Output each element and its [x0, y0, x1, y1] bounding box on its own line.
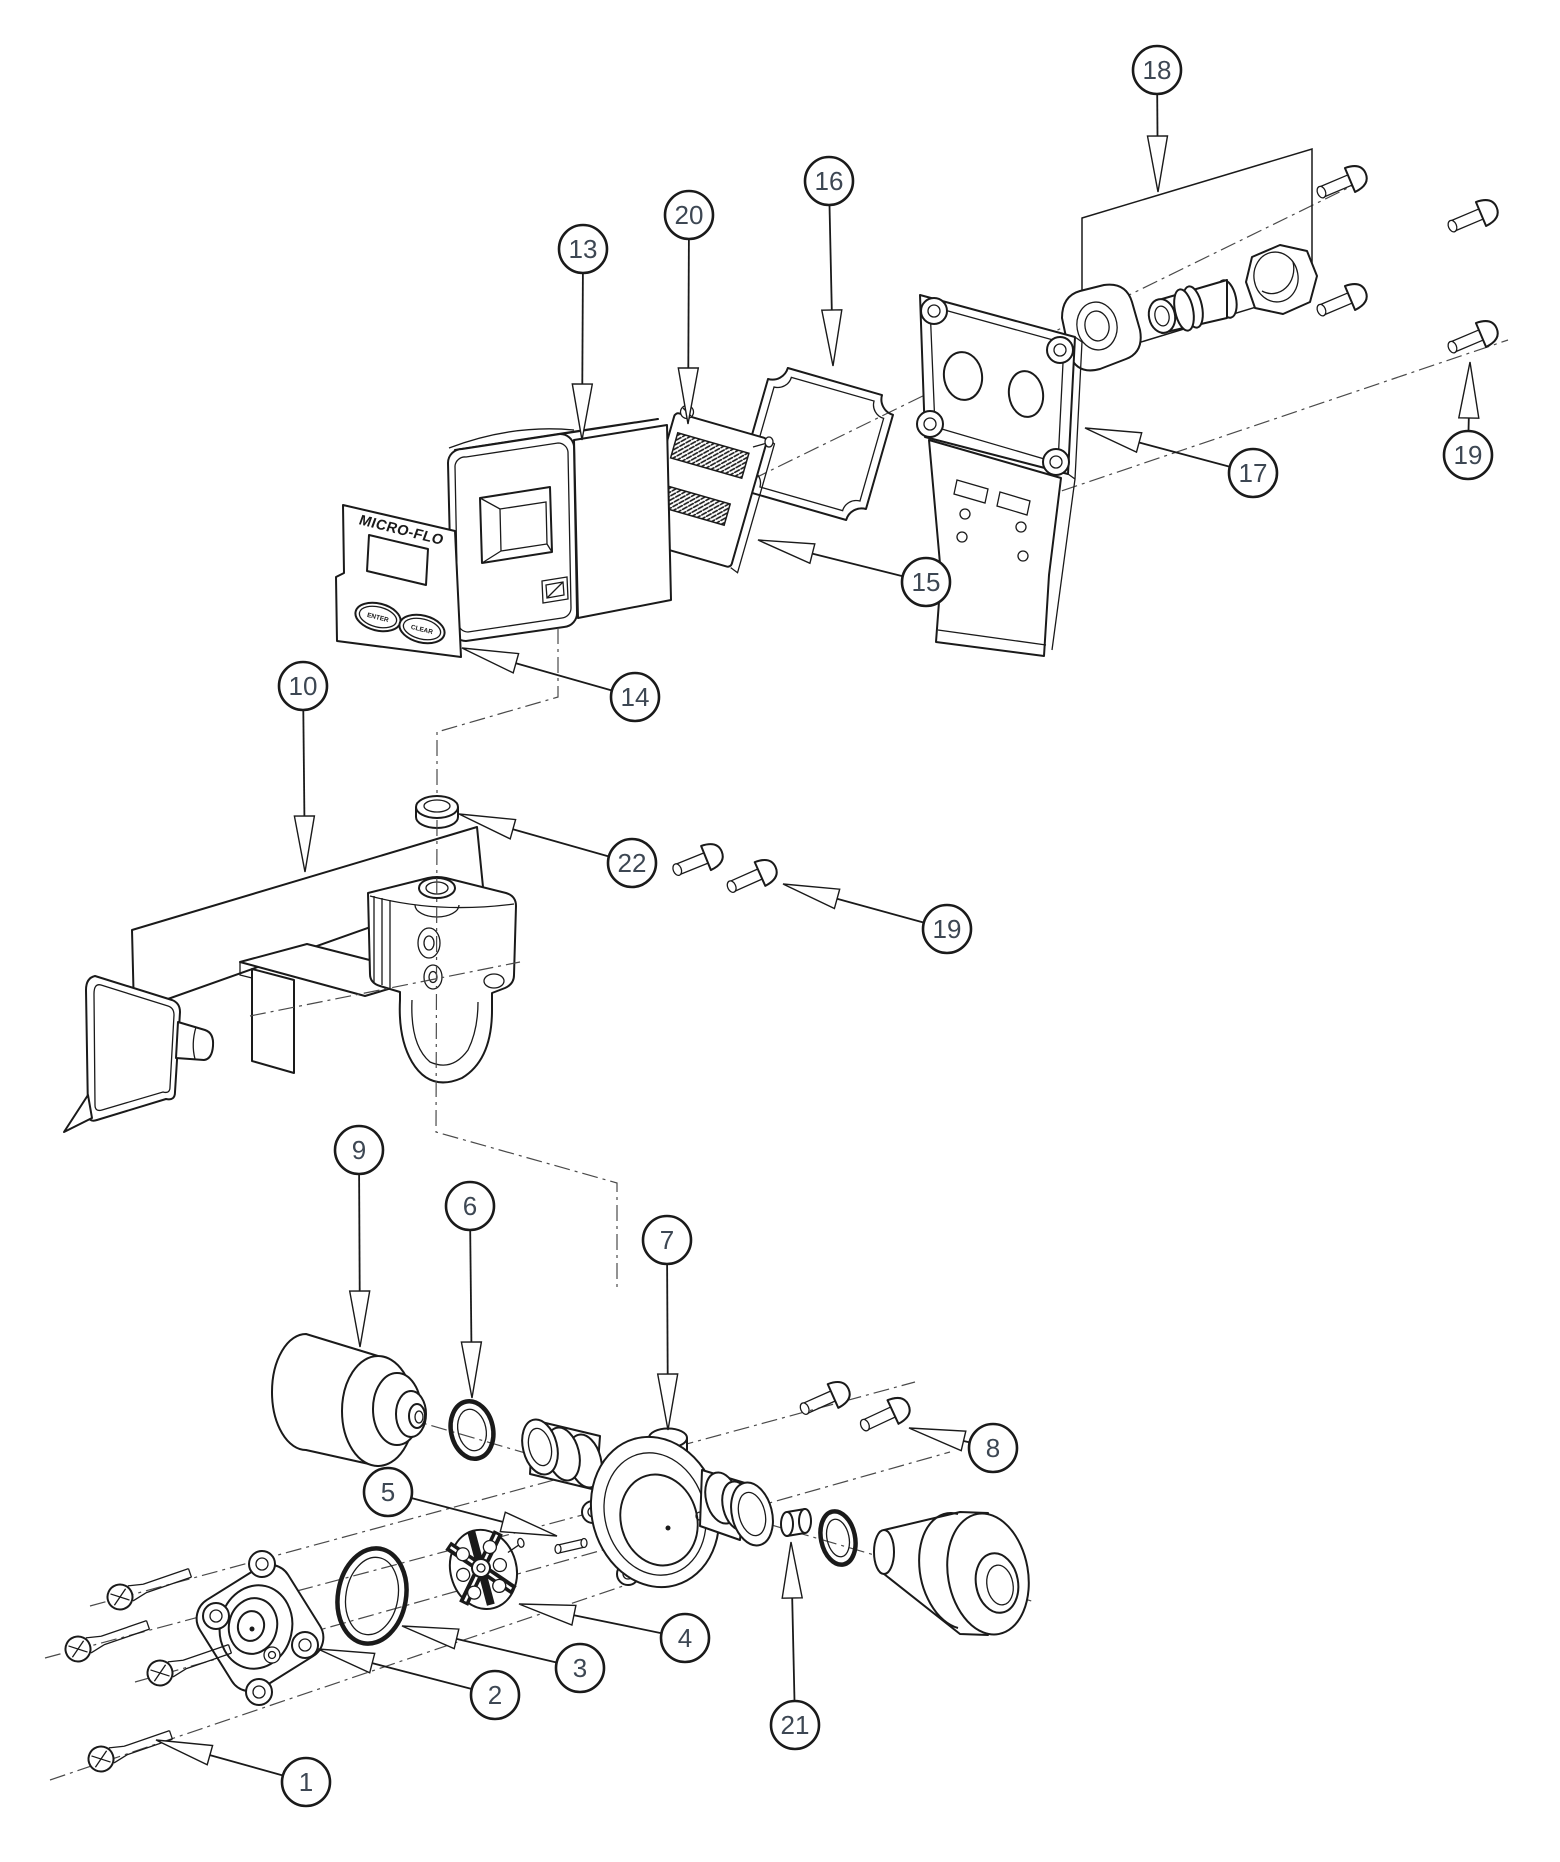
callout-19: 19 — [1442, 361, 1494, 481]
callout-number-7: 7 — [660, 1225, 674, 1255]
centerlines-front — [249, 628, 618, 1292]
callout-circle-1 — [280, 1756, 332, 1808]
callout-circle-4 — [659, 1612, 711, 1664]
callout-number-13: 13 — [569, 234, 598, 264]
callout-number-20: 20 — [675, 200, 704, 230]
callout-number-16: 16 — [815, 166, 844, 196]
callout-number-22: 22 — [618, 848, 647, 878]
callout-circle-22 — [606, 837, 658, 889]
part-8-screws — [799, 1381, 911, 1432]
part-1-screws — [64, 1568, 233, 1773]
callout-5: 5 — [362, 1466, 558, 1537]
callout-9: 9 — [333, 1124, 385, 1348]
callout-14: 14 — [461, 647, 661, 723]
callout-circle-5 — [362, 1466, 414, 1518]
part-6-o-ring — [448, 1399, 496, 1461]
callout-16: 16 — [803, 155, 855, 367]
callout-number-5: 5 — [381, 1477, 395, 1507]
part-4-paddle-rotor — [445, 1528, 525, 1610]
callout-19: 19 — [782, 883, 973, 955]
callout-number-10: 10 — [289, 671, 318, 701]
callout-4: 4 — [518, 1603, 711, 1664]
part-18-cable-glands — [1061, 244, 1318, 372]
callout-number-1: 1 — [299, 1767, 313, 1797]
part-16-gasket — [740, 367, 894, 521]
enter-button: ENTER — [354, 601, 402, 633]
part-3-o-ring — [335, 1546, 409, 1646]
part-14-faceplate: MICRO-FLO ENTER CLEAR — [335, 504, 462, 658]
callout-number-15: 15 — [912, 567, 941, 597]
part-22-grommet — [415, 795, 459, 829]
part-13-display-housing — [447, 418, 672, 643]
part-7-flow-body — [521, 1418, 774, 1589]
callout-circle-18 — [1131, 44, 1183, 96]
callout-circle-17 — [1227, 447, 1279, 499]
callout-circle-2 — [469, 1669, 521, 1721]
part-19-screws-bracket — [672, 843, 778, 893]
callout-circle-21 — [769, 1699, 821, 1751]
callout-number-2: 2 — [488, 1680, 502, 1710]
callout-18: 18 — [1131, 44, 1183, 193]
callout-number-6: 6 — [463, 1191, 477, 1221]
part-21-o-ring — [818, 1509, 858, 1567]
callout-circle-7 — [641, 1214, 693, 1266]
part-21-plug — [780, 1508, 812, 1537]
callout-number-21: 21 — [781, 1710, 810, 1740]
callout-number-14: 14 — [621, 682, 650, 712]
part-17-back-plate — [916, 294, 1083, 657]
callout-13: 13 — [557, 223, 609, 441]
part-end-cap-right — [873, 1511, 1030, 1636]
callout-circle-20 — [663, 189, 715, 241]
callout-circle-9 — [333, 1124, 385, 1176]
part-19-screws-top — [1316, 165, 1499, 354]
callout-21: 21 — [769, 1541, 821, 1751]
callout-circle-3 — [554, 1642, 606, 1694]
callout-7: 7 — [641, 1214, 693, 1431]
callout-circle-19 — [921, 903, 973, 955]
callout-3: 3 — [401, 1625, 606, 1694]
callout-number-19: 19 — [1454, 440, 1483, 470]
callout-6: 6 — [444, 1180, 496, 1399]
callout-number-3: 3 — [573, 1653, 587, 1683]
callout-number-18: 18 — [1143, 55, 1172, 85]
part-9-end-cap-left — [271, 1333, 427, 1467]
callout-layer: 18 16 20 13 19 17 15 14 10 22 19 9 6 7 8 5 4 3 2 21 1 — [155, 44, 1494, 1808]
part-10-mounting-bracket — [63, 826, 517, 1133]
callout-circle-19 — [1442, 429, 1494, 481]
callout-17: 17 — [1084, 427, 1279, 499]
callout-circle-14 — [609, 671, 661, 723]
callout-8: 8 — [908, 1422, 1019, 1474]
callout-number-19: 19 — [933, 914, 962, 944]
callout-circle-15 — [900, 556, 952, 608]
callout-2: 2 — [317, 1648, 521, 1721]
part-15-pcb — [638, 404, 776, 574]
clear-button: CLEAR — [398, 613, 446, 645]
callout-circle-8 — [967, 1422, 1019, 1474]
callout-10: 10 — [277, 660, 329, 873]
callout-15: 15 — [757, 539, 952, 608]
callout-number-8: 8 — [986, 1433, 1000, 1463]
callout-number-4: 4 — [678, 1623, 692, 1653]
callout-20: 20 — [663, 189, 715, 425]
part-5-rotor-pin — [554, 1537, 588, 1555]
callout-circle-6 — [444, 1180, 496, 1232]
callout-circle-16 — [803, 155, 855, 207]
callout-number-17: 17 — [1239, 458, 1268, 488]
callout-22: 22 — [458, 813, 658, 889]
part-2-rotor-cover-plate — [195, 1550, 325, 1706]
callout-circle-10 — [277, 660, 329, 712]
callout-number-9: 9 — [352, 1135, 366, 1165]
callout-1: 1 — [155, 1739, 332, 1808]
callout-circle-13 — [557, 223, 609, 275]
